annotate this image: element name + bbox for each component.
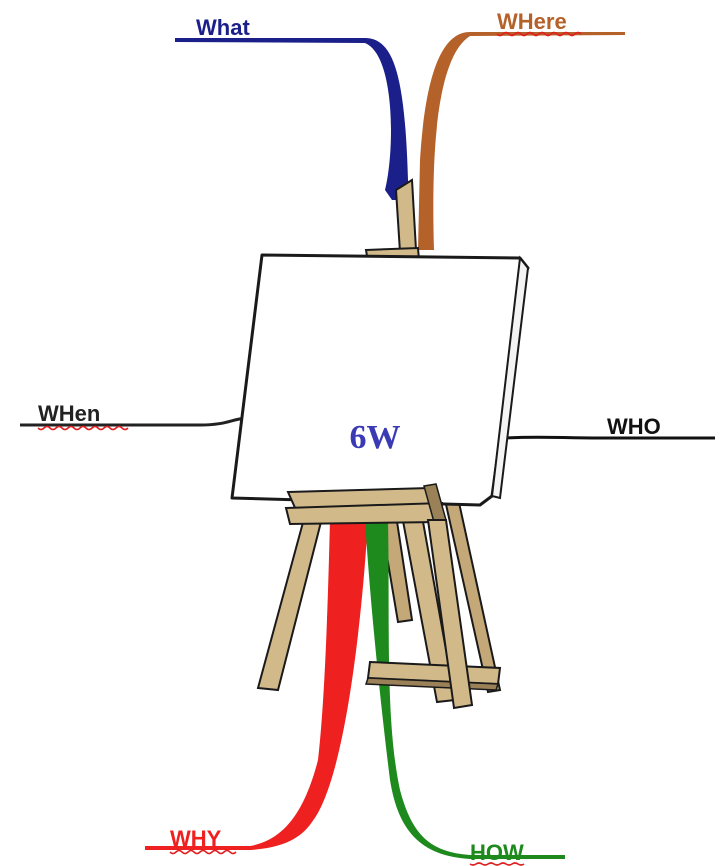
label-who: WHO — [607, 414, 661, 439]
label-where: WHere — [497, 9, 567, 34]
branch-where-line — [418, 32, 625, 250]
center-label: 6W — [350, 419, 401, 456]
label-how: HOW — [470, 840, 524, 865]
branch-why-line — [145, 520, 368, 850]
canvas-board — [232, 255, 528, 505]
branch-what-line — [175, 38, 410, 200]
label-why: WHY — [170, 826, 222, 851]
label-what: What — [196, 15, 250, 40]
label-when: WHen — [38, 401, 100, 426]
label-when-underline — [38, 427, 128, 430]
label-why-underline — [170, 851, 236, 854]
branch-what-stroke — [175, 40, 398, 200]
